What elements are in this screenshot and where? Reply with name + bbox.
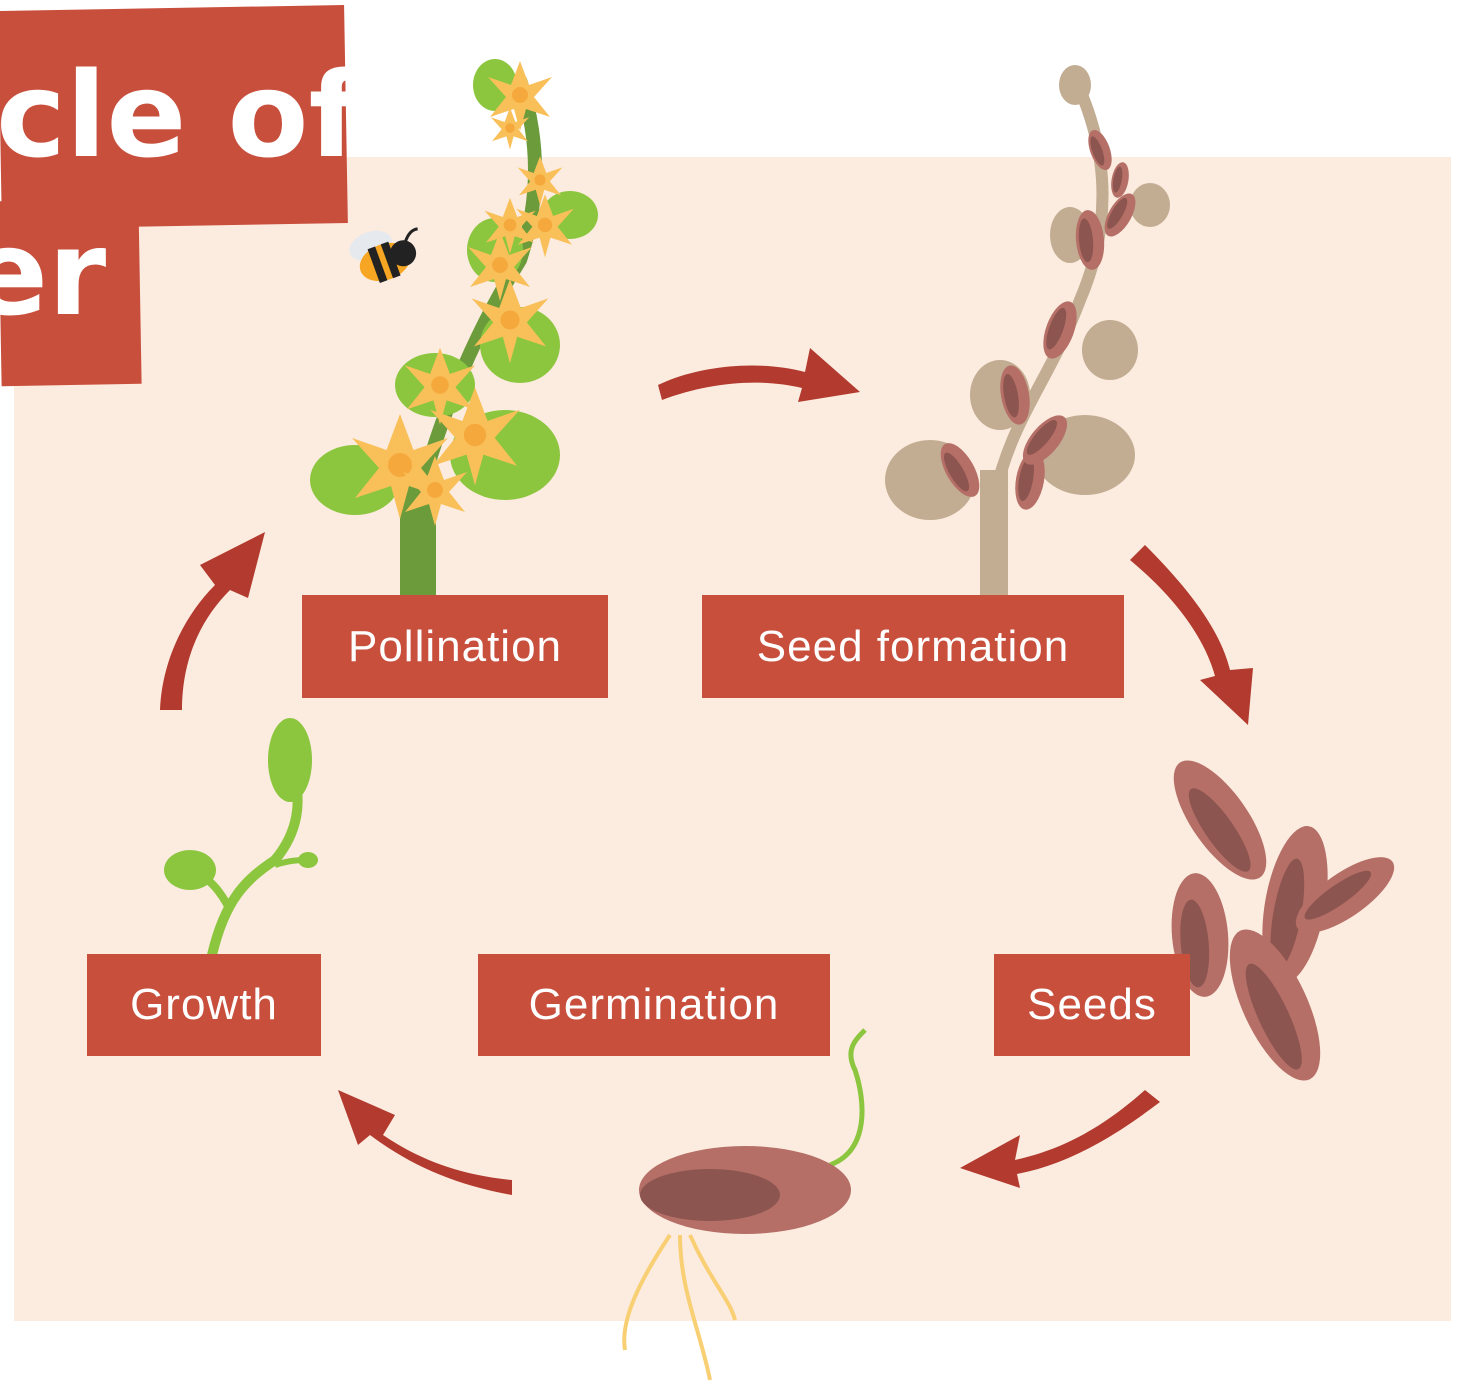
seedling-icon xyxy=(164,718,318,955)
seeds-icon xyxy=(1157,747,1405,1093)
seed-pod-plant-icon xyxy=(885,65,1170,600)
bee-icon xyxy=(345,216,430,289)
pollination-label: Pollination xyxy=(302,595,608,698)
title-line-1: cle of xyxy=(0,50,360,180)
seed-formation-label: Seed formation xyxy=(702,595,1124,698)
title-line-2: er xyxy=(0,208,106,338)
seeds-label: Seeds xyxy=(994,954,1190,1056)
germinating-seed-icon xyxy=(624,1030,865,1380)
growth-label: Growth xyxy=(87,954,321,1056)
germination-label: Germination xyxy=(478,954,830,1056)
